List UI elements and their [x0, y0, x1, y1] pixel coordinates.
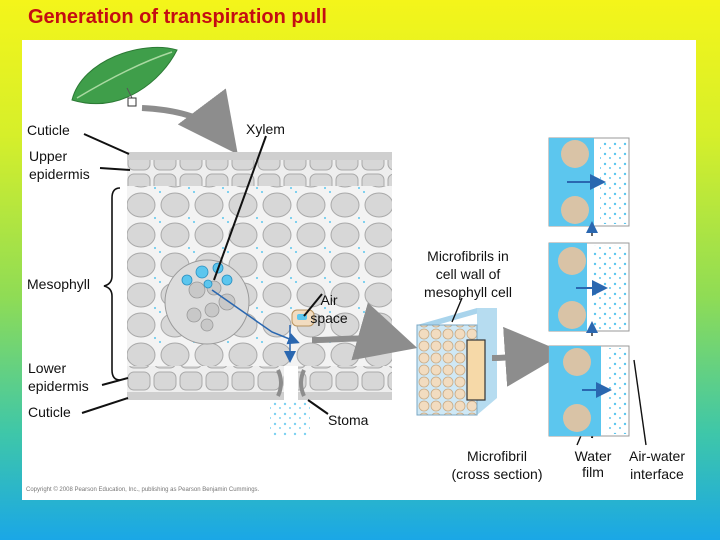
label-upper-epidermis-2: epidermis: [29, 166, 90, 182]
copyright-text: Copyright © 2008 Pearson Education, Inc.…: [26, 487, 260, 493]
label-microfibril-cs-1: Microfibril: [467, 448, 527, 464]
leader-stoma: [307, 399, 329, 415]
zoom-arrow-leaf: [141, 88, 238, 155]
leader-cuticle-top: [83, 133, 130, 155]
interface-panel-3: [548, 345, 630, 437]
label-air-space-1: Air: [320, 292, 338, 308]
label-upper-epidermis-1: Upper: [29, 148, 68, 164]
interface-panel-2: [548, 242, 630, 332]
label-cuticle-bottom: Cuticle: [28, 404, 71, 420]
label-water-film-1: Water: [574, 448, 612, 464]
label-lower-epidermis-2: epidermis: [28, 378, 89, 394]
label-xylem: Xylem: [246, 121, 285, 137]
leader-cuticle-bottom: [81, 397, 129, 414]
leader-upper-epidermis: [99, 167, 131, 171]
label-lower-epidermis-1: Lower: [28, 360, 67, 376]
label-air-space-2: space: [310, 310, 348, 326]
label-mesophyll: Mesophyll: [27, 276, 91, 292]
leader-microfibrils: [451, 297, 463, 323]
leader-air-space: [303, 293, 323, 317]
label-microfibrils-2: cell wall of: [435, 266, 501, 282]
slide-title: Generation of transpiration pull: [28, 6, 327, 28]
label-air-water-1: Air-water: [628, 448, 685, 464]
label-stoma: Stoma: [328, 412, 369, 428]
leader-xylem: [213, 135, 267, 281]
microfibril-block: [416, 308, 497, 416]
leaf-diagram: [71, 46, 647, 446]
label-water-film-2: film: [582, 464, 604, 480]
label-microfibrils-3: mesophyll cell: [424, 284, 512, 300]
fibril-section-box: [466, 339, 486, 401]
stoma-guard-cells: [276, 369, 306, 397]
vapor-dots: [270, 402, 310, 437]
label-air-water-2: interface: [630, 466, 684, 482]
mesophyll-bracket: [103, 187, 121, 381]
leaf-icon: [71, 46, 178, 107]
lower-cuticle-layer: [127, 392, 392, 400]
interface-panel-1: [548, 137, 630, 227]
diagram-panel: Cuticle Xylem Upper epidermis Mesophyll …: [22, 40, 696, 500]
label-cuticle-top: Cuticle: [27, 122, 70, 138]
zoom-arrow-fibrils: [311, 302, 418, 361]
upper-epidermis-layer: [127, 160, 392, 186]
label-microfibrils-1: Microfibrils in: [427, 248, 509, 264]
leader-air-water: [633, 359, 647, 446]
leader-lower-epidermis: [101, 377, 129, 386]
label-microfibril-cs-2: (cross section): [451, 466, 543, 482]
zoom-arrow-interface: [491, 326, 565, 387]
lower-epidermis-layer: [127, 366, 392, 392]
